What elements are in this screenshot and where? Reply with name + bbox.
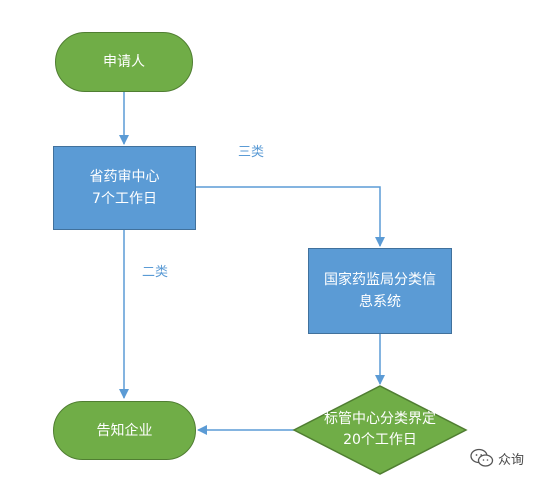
notify-label: 告知企业 xyxy=(96,422,153,439)
standards-center-title: 标管中心分类界定 xyxy=(324,411,436,427)
wechat-icon xyxy=(470,448,494,467)
edge-label-class-three: 三类 xyxy=(238,145,265,160)
watermark: 众询 xyxy=(470,448,524,468)
provincial-center-duration: 7个工作日 xyxy=(92,191,157,207)
provincial-center-title: 省药审中心 xyxy=(89,169,160,185)
arrow-provincial-to-national xyxy=(196,186,385,247)
decision-diamond-shape xyxy=(292,385,468,475)
edge-label-class-two: 二类 xyxy=(142,265,169,280)
standards-center-duration: 20个工作日 xyxy=(343,432,417,448)
applicant-label: 申请人 xyxy=(103,54,145,70)
national-system-line1: 国家药监局分类信 xyxy=(324,272,436,288)
decision-node-standards-center: 标管中心分类界定 20个工作日 xyxy=(304,404,456,456)
process-node-provincial-center: 省药审中心 7个工作日 xyxy=(53,146,196,230)
end-node-notify: 告知企业 xyxy=(53,401,196,460)
watermark-text: 众询 xyxy=(498,452,525,468)
process-node-national-system: 国家药监局分类信 息系统 xyxy=(308,248,452,334)
start-node-applicant: 申请人 xyxy=(55,32,193,92)
national-system-line2: 息系统 xyxy=(359,294,401,310)
